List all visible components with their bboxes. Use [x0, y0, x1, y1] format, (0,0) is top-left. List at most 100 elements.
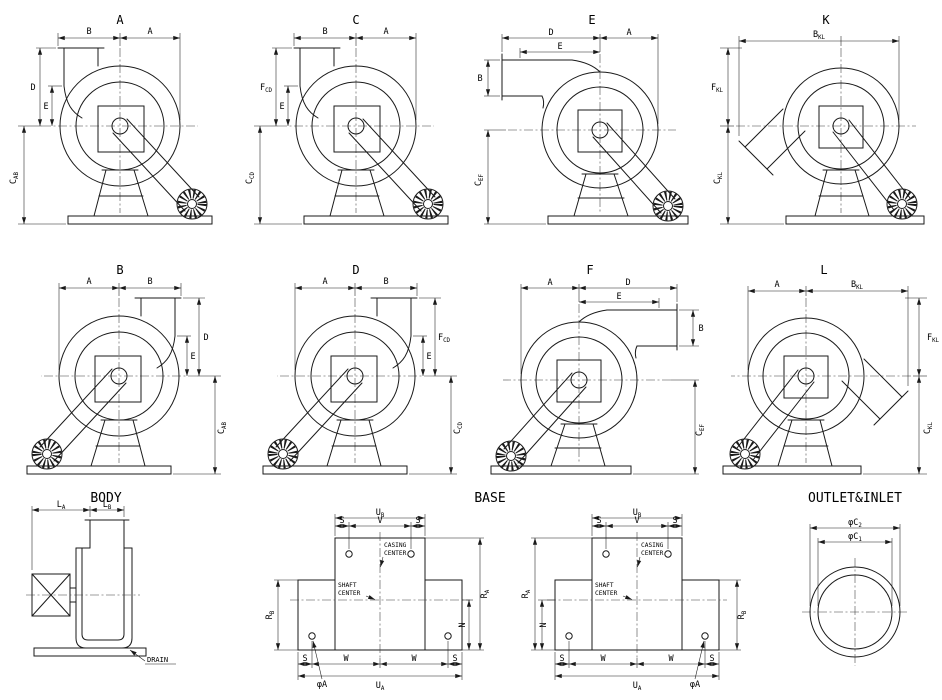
dim-label: E	[557, 42, 562, 52]
dim-label: CEF	[474, 173, 485, 186]
fan-diagram-e: E D A E B CEF	[474, 13, 688, 224]
dim-label: LB	[103, 500, 112, 511]
dimension-lines	[520, 284, 699, 475]
dim-label: FCD	[438, 333, 451, 344]
dim-label: S	[672, 516, 677, 526]
dim-label: S	[596, 516, 601, 526]
dimension-lines	[31, 506, 125, 570]
casing-center-note: CENTER	[641, 550, 664, 557]
fan-drawing	[263, 298, 433, 474]
dim-label: BKL	[851, 280, 864, 291]
fan-drawing	[27, 298, 197, 474]
body-diagram: BODY LA LB DRAIN	[26, 491, 176, 665]
section-title-outlet-inlet: OUTLET&INLET	[808, 491, 902, 506]
dim-label: CKL	[923, 421, 934, 434]
hole-diameter-label: φA	[690, 680, 700, 690]
shaft-center-note: SHAFT	[595, 582, 614, 589]
dim-label: E	[279, 102, 284, 112]
dim-label: RB	[737, 610, 748, 619]
dim-label: D	[548, 28, 553, 38]
dim-label: FCD	[260, 83, 273, 94]
fan-diagram-b: B A B D E CAB	[27, 263, 228, 474]
fan-diagram-d: D A B FCD E CCD	[263, 263, 464, 474]
dim-label: E	[190, 352, 195, 362]
base-frame-drawing	[547, 514, 727, 680]
dimension-lines	[254, 33, 417, 225]
dim-label: A	[383, 27, 388, 37]
dim-label: CEF	[695, 423, 706, 436]
dim-label: E	[43, 102, 48, 112]
fan-drawing	[42, 48, 212, 224]
dim-label: CAB	[9, 171, 20, 184]
dim-label: FKL	[711, 83, 724, 94]
dim-label: E	[616, 292, 621, 302]
diagram-title-d: D	[352, 263, 359, 277]
dim-label: E	[426, 352, 431, 362]
fan-diagram-f: F A D E B CEF	[491, 263, 706, 474]
shaft-center-note: CENTER	[595, 590, 618, 597]
dim-label: A	[626, 28, 631, 38]
shaft-center-note: CENTER	[338, 590, 361, 597]
diagram-title-e: E	[588, 13, 595, 27]
dim-label: RA	[480, 589, 491, 598]
dim-label: B	[383, 277, 388, 287]
dim-label: B	[86, 27, 91, 37]
base-diagram-2: UB S V S CASING CENTER SHAFT CENTER RA N…	[521, 508, 748, 692]
dimension-lines	[18, 33, 181, 225]
dim-label: φC2	[848, 518, 862, 529]
dim-label: S	[709, 654, 714, 664]
diagram-title-c: C	[352, 13, 359, 27]
dimension-lines	[484, 34, 659, 225]
dim-label: W	[668, 654, 674, 664]
dim-label: φC1	[848, 532, 862, 543]
dim-label: A	[322, 277, 327, 287]
dim-label: UA	[376, 681, 385, 692]
dim-label: B	[477, 74, 482, 84]
dim-label: A	[774, 280, 779, 290]
dim-label: CAB	[217, 421, 228, 434]
dimension-lines	[274, 537, 484, 680]
diagram-title-k: K	[822, 13, 830, 27]
dim-label: D	[30, 83, 35, 93]
fan-diagram-l: L A BKL FKL CKL	[723, 263, 940, 474]
dim-label: FKL	[927, 333, 940, 344]
dim-label: W	[600, 654, 606, 664]
dim-label: W	[411, 654, 417, 664]
dim-label: S	[415, 516, 420, 526]
dim-label: S	[452, 654, 457, 664]
dim-label: A	[147, 27, 152, 37]
dim-label: D	[203, 333, 208, 343]
fan-drawing	[278, 48, 448, 224]
dim-label: CCD	[453, 421, 464, 434]
fan-drawing	[736, 48, 924, 224]
dimension-lines	[531, 537, 741, 680]
section-title-base: BASE	[474, 491, 505, 506]
hole-diameter-label: φA	[317, 680, 327, 690]
dim-label: BKL	[813, 30, 826, 41]
dim-label: S	[559, 654, 564, 664]
dim-label: V	[634, 516, 639, 526]
flange-drawing	[802, 558, 908, 666]
dim-label: RA	[521, 589, 532, 598]
fan-diagram-a: A B A D E CAB	[9, 13, 212, 224]
fan-drawing	[491, 304, 677, 474]
dim-label: W	[343, 654, 349, 664]
dim-label: B	[322, 27, 327, 37]
dim-label: B	[147, 277, 152, 287]
diagram-title-f: F	[586, 263, 593, 277]
dim-label: A	[547, 278, 552, 288]
drain-label: DRAIN	[147, 656, 168, 664]
dim-label: N	[458, 622, 468, 627]
dimension-lines	[294, 283, 457, 475]
dim-label: UB	[376, 508, 385, 519]
dim-label: CCD	[245, 171, 256, 184]
dim-label: UB	[633, 508, 642, 519]
fan-diagram-c: C B A FCD E CCD	[245, 13, 448, 224]
dimension-lines	[720, 36, 900, 225]
fan-drawing	[723, 298, 911, 474]
dim-label: D	[625, 278, 630, 288]
diagram-title-a: A	[116, 13, 124, 27]
diagram-title-b: B	[116, 263, 123, 277]
dim-label: B	[698, 324, 703, 334]
